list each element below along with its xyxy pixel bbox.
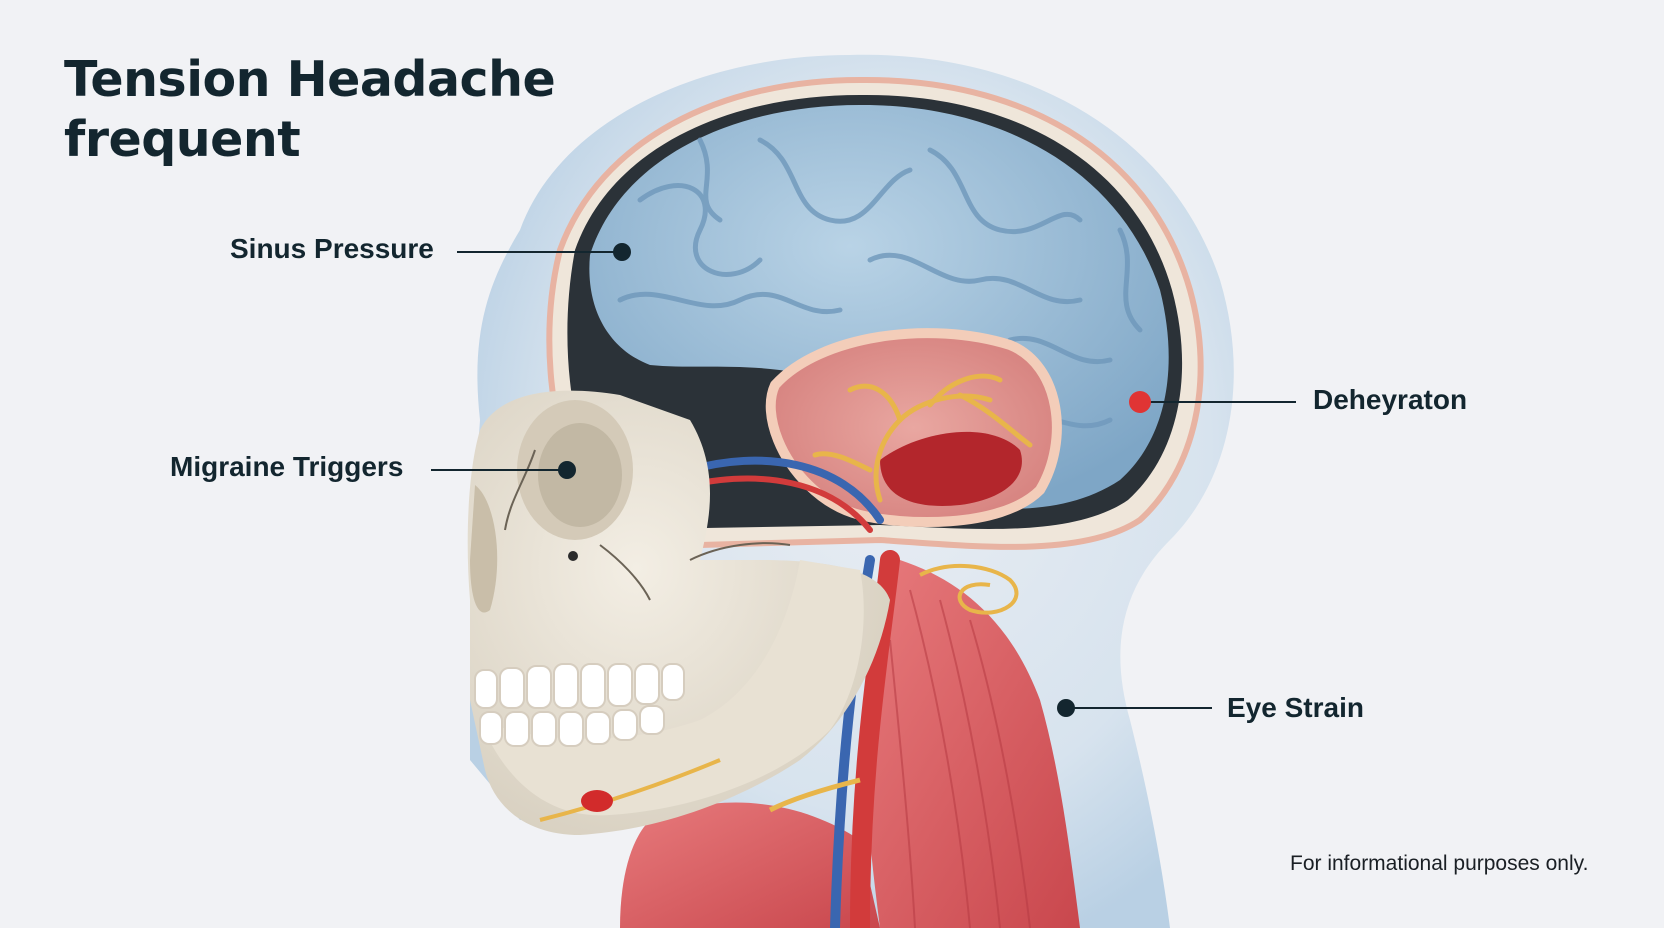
dehydration-marker [1129, 391, 1151, 413]
title-line-1: Tension Headache [64, 51, 556, 108]
migraine-marker [558, 461, 576, 479]
mandible [480, 560, 864, 816]
eye-marker [1057, 699, 1075, 717]
disclaimer-footnote: For informational purposes only. [1290, 852, 1589, 875]
title-line-2: frequent [64, 111, 301, 168]
callout-dehydration: Deheyraton [1313, 384, 1468, 415]
teeth [474, 663, 685, 747]
sinus-marker [613, 243, 631, 261]
callout-migraine-triggers: Migraine Triggers [170, 451, 404, 482]
diagram-title: Tension Headache frequent [64, 50, 556, 170]
callout-eye-strain: Eye Strain [1227, 692, 1364, 723]
callout-sinus-pressure: Sinus Pressure [230, 233, 434, 264]
